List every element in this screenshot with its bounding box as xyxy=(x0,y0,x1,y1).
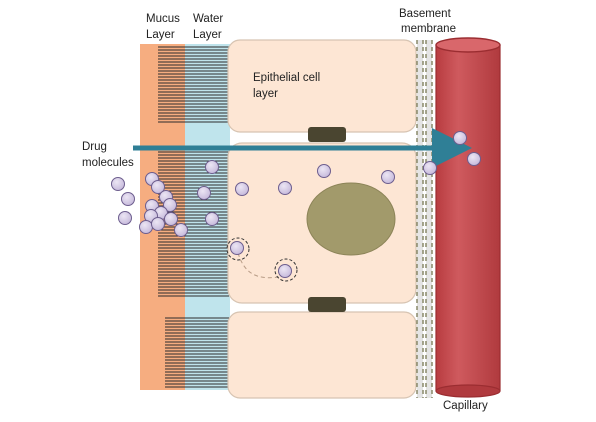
drug-molecule xyxy=(423,161,437,175)
drug-molecule xyxy=(278,264,292,278)
epithelial-cell-bottom xyxy=(227,311,417,399)
drug-molecule xyxy=(121,192,135,206)
drug-molecule xyxy=(163,198,177,212)
epithelial-cell-label: Epithelial cell xyxy=(253,72,320,84)
epithelial-cell-top xyxy=(227,39,417,133)
drug-molecule xyxy=(230,241,244,255)
basement-membrane-label: Basement xyxy=(399,8,452,20)
drug-molecules-label: Drug xyxy=(82,141,107,153)
drug-molecule xyxy=(235,182,249,196)
drug-molecules-label: molecules xyxy=(82,157,134,169)
drug-molecule xyxy=(317,164,331,178)
drug-molecule xyxy=(111,177,125,191)
vesicle-outline xyxy=(226,237,250,261)
nucleus xyxy=(306,182,396,256)
drug-molecule xyxy=(151,180,165,194)
drug-molecule xyxy=(205,212,219,226)
capillary xyxy=(435,37,501,398)
drug-molecule xyxy=(164,212,178,226)
tight-junction-lower xyxy=(308,297,346,312)
basement-membrane xyxy=(416,40,433,398)
capillary-label: Capillary xyxy=(443,400,488,412)
basement-membrane-label: membrane xyxy=(401,23,456,35)
drug-molecule xyxy=(118,211,132,225)
drug-molecule xyxy=(453,131,467,145)
drug-molecule xyxy=(139,220,153,234)
drug-molecule xyxy=(205,160,219,174)
epithelial-cell-label: layer xyxy=(253,88,278,100)
drug-molecule xyxy=(151,217,165,231)
water-layer-label: Layer xyxy=(193,29,222,41)
drug-molecules xyxy=(111,131,481,278)
drug-molecule xyxy=(278,181,292,195)
water-layer-label: Water xyxy=(193,13,223,25)
vesicle-outline xyxy=(274,258,298,282)
drug-molecule xyxy=(381,170,395,184)
drug-molecule xyxy=(197,186,211,200)
mucus-layer-label: Layer xyxy=(146,29,175,41)
tight-junction-upper xyxy=(308,127,346,142)
drug-molecule xyxy=(467,152,481,166)
mucus-layer-label: Mucus xyxy=(146,13,180,25)
drug-molecule xyxy=(174,223,188,237)
